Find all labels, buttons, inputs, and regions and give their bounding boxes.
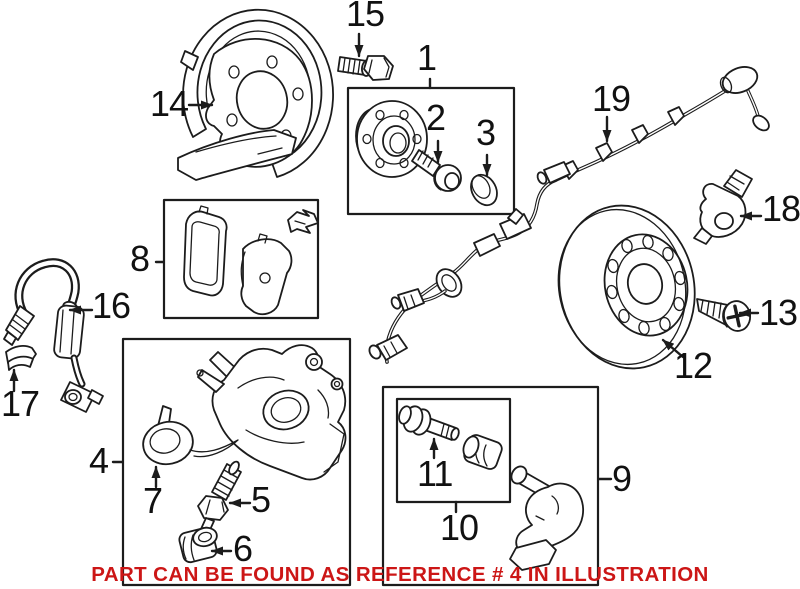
abs-harness-drawing xyxy=(368,66,770,364)
callout-17: 17 xyxy=(1,383,40,424)
callout-3: 3 xyxy=(476,112,496,153)
caliper-bracket-drawing xyxy=(509,465,585,571)
callout-leaders xyxy=(9,32,763,556)
brake-pads-drawing xyxy=(183,205,319,316)
reference-note: PART CAN BE FOUND AS REFERENCE # 4 IN IL… xyxy=(91,563,709,586)
callout-1: 1 xyxy=(417,37,437,78)
group-box-carrier xyxy=(381,385,600,587)
callout-15: 15 xyxy=(346,0,385,34)
callout-7: 7 xyxy=(143,480,163,521)
callout-9: 9 xyxy=(612,458,632,499)
callout-14: 14 xyxy=(150,83,189,124)
guide-bolt-5-drawing xyxy=(197,460,242,536)
callout-4: 4 xyxy=(89,440,109,481)
leader-12 xyxy=(661,338,685,359)
callout-18: 18 xyxy=(762,188,800,229)
callout-6: 6 xyxy=(233,528,253,569)
brake-hose-drawing xyxy=(3,258,104,413)
callout-2: 2 xyxy=(426,97,446,138)
group-box-guide-kit xyxy=(395,397,512,504)
brake-rotor-drawing xyxy=(557,204,696,370)
bushing-10-drawing xyxy=(462,434,503,470)
callout-16: 16 xyxy=(92,285,131,326)
retainer-clip-drawing xyxy=(5,345,37,371)
cap-3-drawing xyxy=(470,173,498,207)
coil-spring-drawing xyxy=(142,405,239,466)
callout-13: 13 xyxy=(759,292,798,333)
brake-caliper-drawing xyxy=(196,344,347,481)
bolt-15-drawing xyxy=(337,55,394,81)
bushing-6-drawing xyxy=(178,526,218,564)
callout-11: 11 xyxy=(417,453,453,494)
callout-10: 10 xyxy=(440,507,479,548)
screw-13-drawing xyxy=(696,298,751,332)
callout-19: 19 xyxy=(592,78,631,119)
abs-sensor-drawing xyxy=(693,169,753,245)
group-box-pads xyxy=(162,198,320,320)
callout-12: 12 xyxy=(674,345,713,386)
callout-5: 5 xyxy=(251,479,271,520)
guide-bolt-11-drawing xyxy=(398,405,460,441)
callout-8: 8 xyxy=(130,238,150,279)
bolt-2-drawing xyxy=(411,149,462,192)
splash-shield-drawing xyxy=(177,8,334,181)
wheel-hub-drawing xyxy=(355,100,428,178)
